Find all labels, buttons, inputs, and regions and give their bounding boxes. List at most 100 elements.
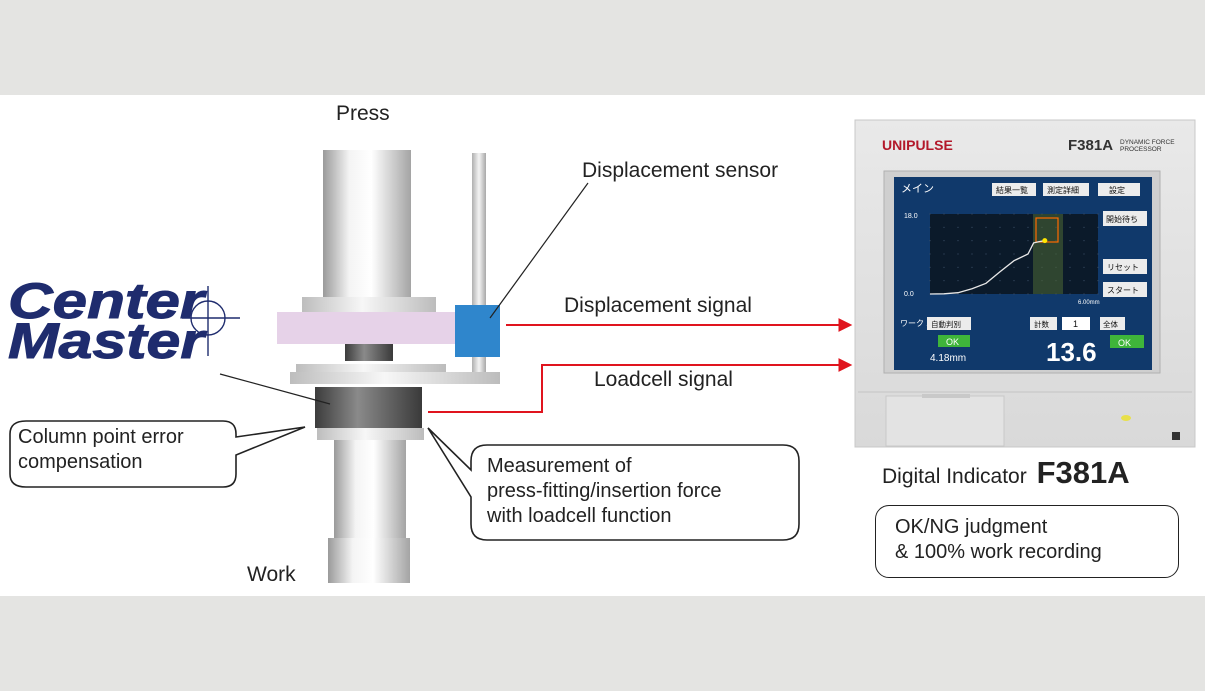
grid-dot [1069, 226, 1071, 228]
grid-dot [1097, 240, 1099, 242]
grid-dot [1013, 293, 1015, 295]
screen-tab2-label: 測定詳細 [1047, 185, 1079, 195]
grid-dot [1069, 213, 1071, 215]
grid-dot [1013, 253, 1015, 255]
plot-y-top: 18.0 [904, 213, 918, 220]
grid-dot [1097, 293, 1099, 295]
indicator-prefix: Digital Indicator [882, 465, 1027, 488]
bottom-band [0, 596, 1205, 691]
measurement-line1: Measurement of [487, 455, 632, 477]
screen-title: メイン [901, 183, 934, 195]
grid-dot [1027, 226, 1029, 228]
grid-dot [929, 240, 931, 242]
displacement-signal-label: Displacement signal [564, 294, 752, 317]
press-machine [277, 150, 500, 583]
count-label: 計数 [1034, 319, 1050, 329]
loadcell [315, 387, 422, 428]
indicator-model: F381A [1036, 455, 1130, 490]
grid-dot [971, 280, 973, 282]
grid-dot [929, 280, 931, 282]
ok-badge-right-text: OK [1118, 338, 1131, 348]
digital-indicator-device: UNIPULSE F381A DYNAMIC FORCE PROCESSOR メ… [854, 119, 1196, 448]
measurement-line3: with loadcell function [487, 505, 672, 527]
panel-handle [922, 394, 970, 398]
grid-dot [957, 253, 959, 255]
upper-plate [302, 297, 436, 312]
logo-line1: Center [8, 273, 207, 329]
grid-dot [957, 226, 959, 228]
grid-dot [943, 213, 945, 215]
work-label: Work [247, 563, 296, 586]
grid-dot [999, 293, 1001, 295]
measurement-callout: Measurement of press-fitting/insertion f… [487, 454, 722, 529]
grid-dot [985, 253, 987, 255]
grid-dot [985, 226, 987, 228]
grid-dot [971, 213, 973, 215]
grid-dot [929, 226, 931, 228]
work-btn [927, 317, 971, 330]
grid-dot [1069, 253, 1071, 255]
center-master-logo: Center Master [8, 273, 240, 370]
grid-dot [1027, 240, 1029, 242]
btn-start-label: スタート [1107, 286, 1139, 295]
grid-dot [1083, 280, 1085, 282]
device-model: F381A [1068, 137, 1113, 154]
count-box [1062, 317, 1090, 330]
btn-start [1103, 282, 1147, 297]
grid-dot [1083, 240, 1085, 242]
grid-dot [1013, 266, 1015, 268]
grid-dot [971, 293, 973, 295]
screen-tab1 [992, 183, 1036, 196]
grid-dot [1097, 280, 1099, 282]
ok-badge-left-text: OK [946, 337, 959, 347]
grid-dot [1083, 253, 1085, 255]
grid-dot [1027, 280, 1029, 282]
grid-dot [1069, 293, 1071, 295]
grid-dot [985, 293, 987, 295]
total-btn [1100, 317, 1125, 330]
plot-x-right: 6.00mm [1078, 300, 1100, 306]
grid-dot [971, 240, 973, 242]
grid-dot [999, 280, 1001, 282]
power-led [1121, 415, 1131, 421]
sensor-bracket [277, 312, 462, 344]
loadcell-signal-arrow [428, 358, 853, 413]
judgment-callout: OK/NG judgment & 100% work recording [875, 505, 1179, 578]
disp-value: 4.18mm [930, 353, 966, 364]
grid-dot [971, 266, 973, 268]
grid-dot [1083, 226, 1085, 228]
grid-dot [985, 213, 987, 215]
force-curve [929, 240, 1045, 295]
sensor-leader [489, 182, 589, 319]
grid-dot [999, 226, 1001, 228]
column-point-line2: compensation [18, 451, 143, 473]
grid-dot [999, 253, 1001, 255]
column-point-callout: Column point error compensation [18, 425, 184, 475]
panel-button [1172, 432, 1180, 440]
grid-dot [957, 293, 959, 295]
ok-badge-left [938, 335, 970, 347]
column-point-callout-shape [9, 420, 306, 488]
grid-dot [957, 240, 959, 242]
grid-dot [1083, 266, 1085, 268]
btn-wait [1103, 211, 1147, 226]
grid-dot [999, 266, 1001, 268]
work-btn-label: 自動判別 [931, 319, 961, 329]
column-point-line1: Column point error [18, 426, 184, 448]
panel-door [885, 395, 1005, 447]
grid-dot [943, 226, 945, 228]
grid-dot [1097, 253, 1099, 255]
screen-tab1-label: 結果一覧 [996, 185, 1028, 195]
logo-leader [219, 373, 331, 405]
loadcell-signal-label: Loadcell signal [594, 368, 733, 391]
device-model-sub1: DYNAMIC FORCE [1120, 139, 1175, 146]
count-value: 1 [1073, 319, 1078, 329]
device-model-sub2: PROCESSOR [1120, 146, 1162, 153]
measurement-line2: press-fitting/insertion force [487, 480, 722, 502]
loadcell-base [317, 428, 424, 440]
device-brand: UNIPULSE [882, 137, 953, 153]
total-label: 全体 [1103, 319, 1119, 329]
indicator-caption: Digital Indicator F381A [882, 455, 1130, 491]
